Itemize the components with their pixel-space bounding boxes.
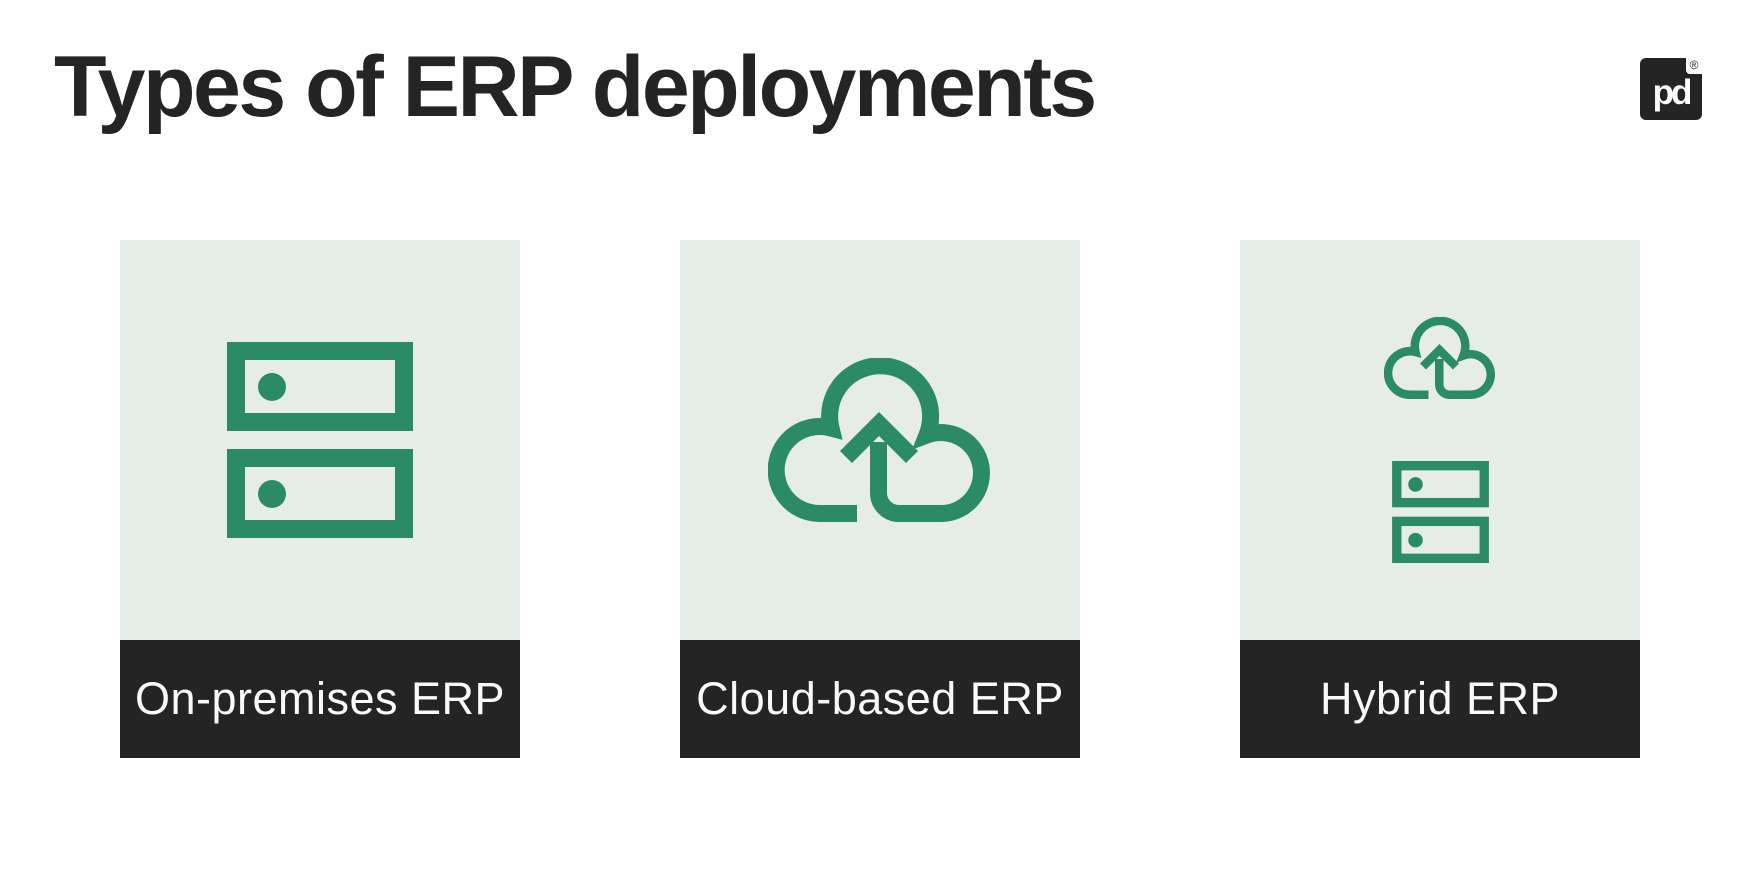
card-label-bar: Hybrid ERP [1240,640,1640,758]
card-cloud-based-erp: Cloud-based ERP [680,240,1080,758]
card-label-bar: On-premises ERP [120,640,520,758]
cloud-and-server-icon-stack [1384,317,1496,563]
brand-logo-text: pd [1652,73,1693,112]
card-label-bar: Cloud-based ERP [680,640,1080,758]
brand-logo: pd ® [1640,58,1702,120]
server-icon [227,342,413,538]
card-icon-area [1240,240,1640,640]
cloud-upload-icon [768,358,992,522]
server-icon [1392,461,1489,563]
card-label: Hybrid ERP [1319,673,1561,724]
card-hybrid-erp: Hybrid ERP [1240,240,1640,758]
card-icon-area [120,240,520,640]
card-on-premises-erp: On-premises ERP [120,240,520,758]
card-label: On-premises ERP [134,673,506,724]
registered-trademark-icon: ® [1686,58,1702,74]
cards-row: On-premises ERP Cloud-based ERP Hybrid [0,240,1760,758]
card-icon-area [680,240,1080,640]
page-title: Types of ERP deployments [54,39,1097,135]
cloud-upload-icon [1384,317,1496,399]
card-label: Cloud-based ERP [696,673,1064,724]
